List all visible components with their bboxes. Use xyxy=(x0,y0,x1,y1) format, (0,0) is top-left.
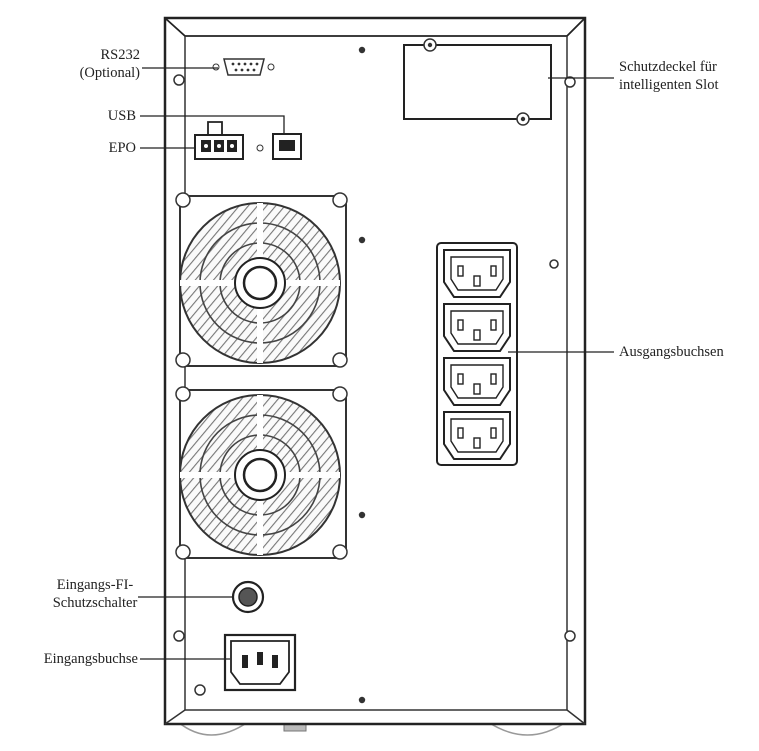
epo-terminal xyxy=(194,121,264,160)
screws xyxy=(358,46,559,704)
intelligent-slot-cover xyxy=(403,38,552,126)
output-socket xyxy=(443,249,511,298)
input-socket xyxy=(223,633,297,692)
label-usb: USB xyxy=(107,108,136,124)
label-output-sockets: Ausgangsbuchsen xyxy=(619,344,724,360)
usb-port xyxy=(272,133,302,160)
label-slot-cover: Schutzdeckel für intelligenten Slot xyxy=(619,58,757,94)
label-rs232-line2: (Optional) xyxy=(79,65,140,81)
label-slot-cover-line1: Schutzdeckel für xyxy=(619,59,717,75)
leader-lines xyxy=(138,67,614,660)
label-rs232: RS232 (Optional) xyxy=(44,46,140,82)
rs232-port xyxy=(212,58,275,76)
label-rs232-line1: RS232 xyxy=(100,47,141,63)
output-socket xyxy=(443,411,511,460)
mount-holes xyxy=(173,74,576,696)
fan-top xyxy=(175,192,348,368)
label-input-breaker-line1: Eingangs-FI- xyxy=(56,577,134,593)
output-sockets xyxy=(436,242,518,466)
label-slot-cover-line2: intelligenten Slot xyxy=(619,77,719,93)
output-socket xyxy=(443,303,511,352)
label-input-breaker: Eingangs-FI- Schutzschalter xyxy=(30,576,160,612)
label-input-breaker-line2: Schutzschalter xyxy=(52,595,138,611)
input-breaker xyxy=(231,580,265,614)
fan-bottom xyxy=(175,386,348,560)
output-socket xyxy=(443,357,511,406)
label-epo: EPO xyxy=(108,140,136,156)
label-input-socket: Eingangsbuchse xyxy=(43,651,138,667)
